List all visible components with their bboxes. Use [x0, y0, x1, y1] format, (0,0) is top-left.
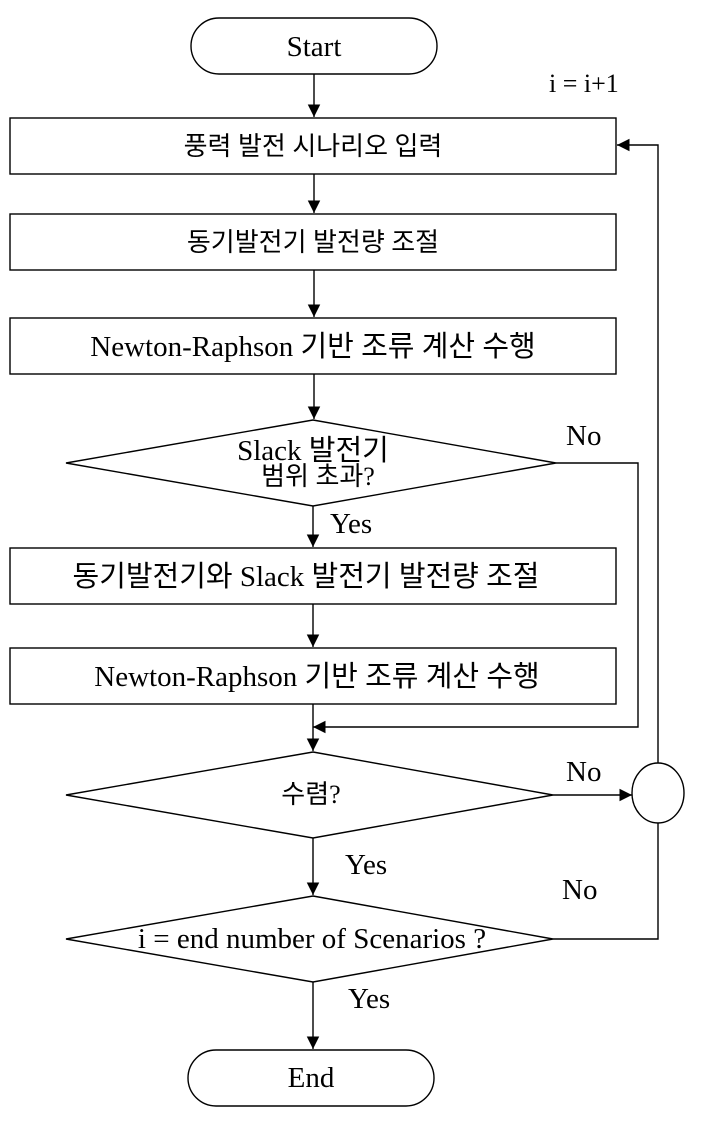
process-nr-1 — [9, 317, 617, 375]
counter-label: i = i+1 — [549, 69, 619, 98]
end-terminal — [187, 1049, 435, 1107]
end-label: End — [288, 1062, 335, 1094]
process-sync-slack-adjust-label: 동기발전기와 Slack 발전기 발전량 조절 — [73, 561, 540, 593]
decision-slack-label-2: 범위 초과? — [261, 462, 375, 491]
start-label: Start — [287, 31, 342, 63]
decision-converge-label: 수렴? — [281, 780, 340, 809]
process-nr-1-label: Newton-Raphson 기반 조류 계산 수행 — [90, 330, 535, 363]
end-no-label: No — [562, 874, 597, 906]
arrow-loop-back — [617, 138, 659, 763]
end-yes-label: Yes — [348, 983, 390, 1015]
process-nr-2-label: Newton-Raphson 기반 조류 계산 수행 — [94, 660, 539, 693]
arrow-slack-no — [313, 462, 639, 734]
converge-yes-label: Yes — [345, 849, 387, 881]
process-sync-adjust — [9, 213, 617, 271]
loop-connector — [631, 762, 685, 824]
process-wind-input — [9, 117, 617, 175]
arrow-end-no — [553, 823, 659, 940]
slack-yes-label: Yes — [330, 508, 372, 540]
process-sync-slack-adjust — [9, 547, 617, 605]
process-wind-input-label: 풍력 발전 시나리오 입력 — [184, 132, 443, 161]
process-sync-adjust-label: 동기발전기 발전량 조절 — [187, 228, 439, 257]
decision-end-scenarios-label: i = end number of Scenarios ? — [138, 923, 486, 955]
converge-no-label: No — [566, 756, 601, 788]
decision-slack-label-1: Slack 발전기 — [237, 435, 389, 467]
slack-no-label: No — [566, 420, 601, 452]
